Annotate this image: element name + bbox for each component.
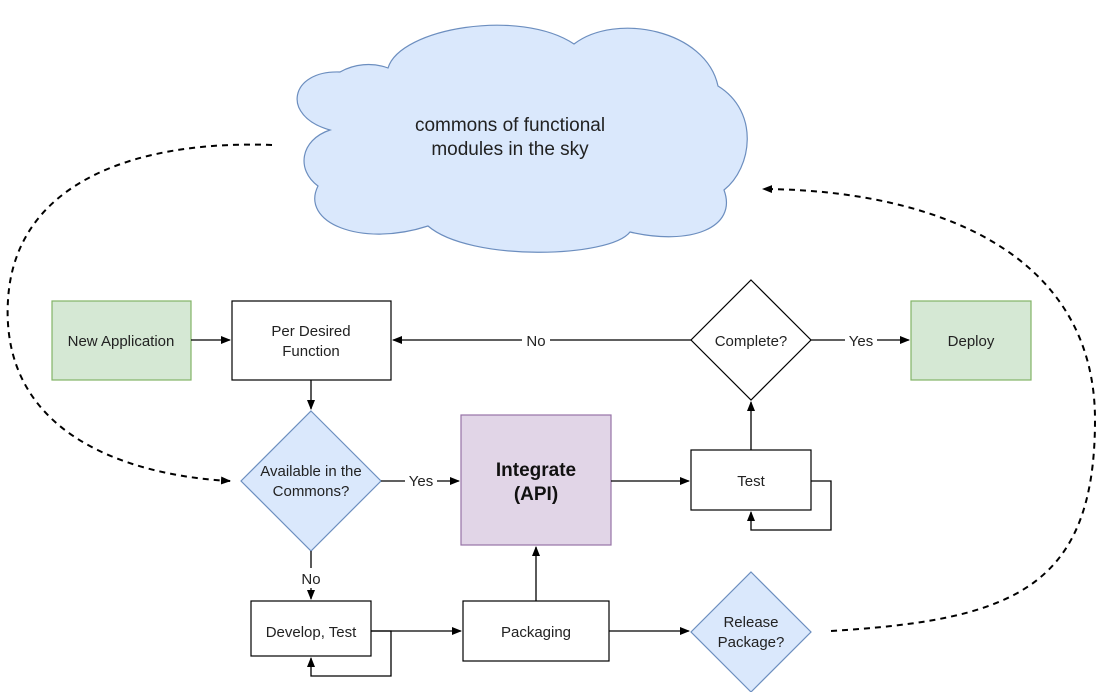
complete-decision: Complete? [690, 279, 812, 401]
dashed-cloud-to-available [6, 143, 273, 485]
available-in-commons-decision: Available in the Commons? [240, 410, 382, 552]
edge-label-no-top: No [526, 333, 545, 350]
edge-label-yes-complete: Yes [849, 333, 873, 350]
available-in-commons-label-line1: Available in the [260, 463, 361, 480]
packaging-node: Packaging [462, 600, 610, 662]
available-in-commons-label-line2: Commons? [273, 483, 350, 500]
new-application-node: New Application [51, 300, 192, 381]
edge-label-yes-available: Yes [409, 473, 433, 490]
cloud-text-line2: modules in the sky [431, 139, 589, 160]
edge-test-self-loop [747, 480, 832, 531]
edge-label-no-available: No [301, 571, 320, 588]
yes-complete-label-bg [845, 330, 877, 350]
per-desired-function-label-line2: Function [282, 343, 340, 360]
integrate-label-line2: (API) [514, 484, 558, 505]
edge-develop-self-loop [307, 630, 392, 677]
dashed-release-to-cloud [762, 185, 1097, 632]
test-label: Test [737, 473, 765, 490]
integrate-label-line1: Integrate [496, 460, 576, 481]
new-application-label: New Application [68, 333, 175, 350]
release-package-label-line2: Package? [718, 634, 785, 651]
per-desired-function-label-line1: Per Desired [271, 323, 350, 340]
per-desired-function-node: Per Desired Function [231, 300, 392, 381]
deploy-node: Deploy [910, 300, 1032, 381]
develop-test-label: Develop, Test [266, 624, 357, 641]
yes-available-label-bg [405, 471, 437, 491]
complete-label: Complete? [715, 333, 788, 350]
packaging-label: Packaging [501, 624, 571, 641]
test-node: Test [690, 449, 812, 511]
release-package-decision: Release Package? [690, 571, 812, 692]
integrate-api-node: Integrate (API) [460, 414, 612, 546]
no-top-label-bg [522, 330, 550, 350]
develop-test-node: Develop, Test [250, 600, 372, 657]
release-package-label-line1: Release [723, 614, 778, 631]
cloud-shape [296, 24, 748, 253]
commons-cloud: commons of functional modules in the sky [296, 24, 748, 253]
deploy-label: Deploy [948, 333, 995, 350]
cloud-text-line1: commons of functional [415, 115, 605, 136]
no-available-label-bg [298, 568, 326, 588]
